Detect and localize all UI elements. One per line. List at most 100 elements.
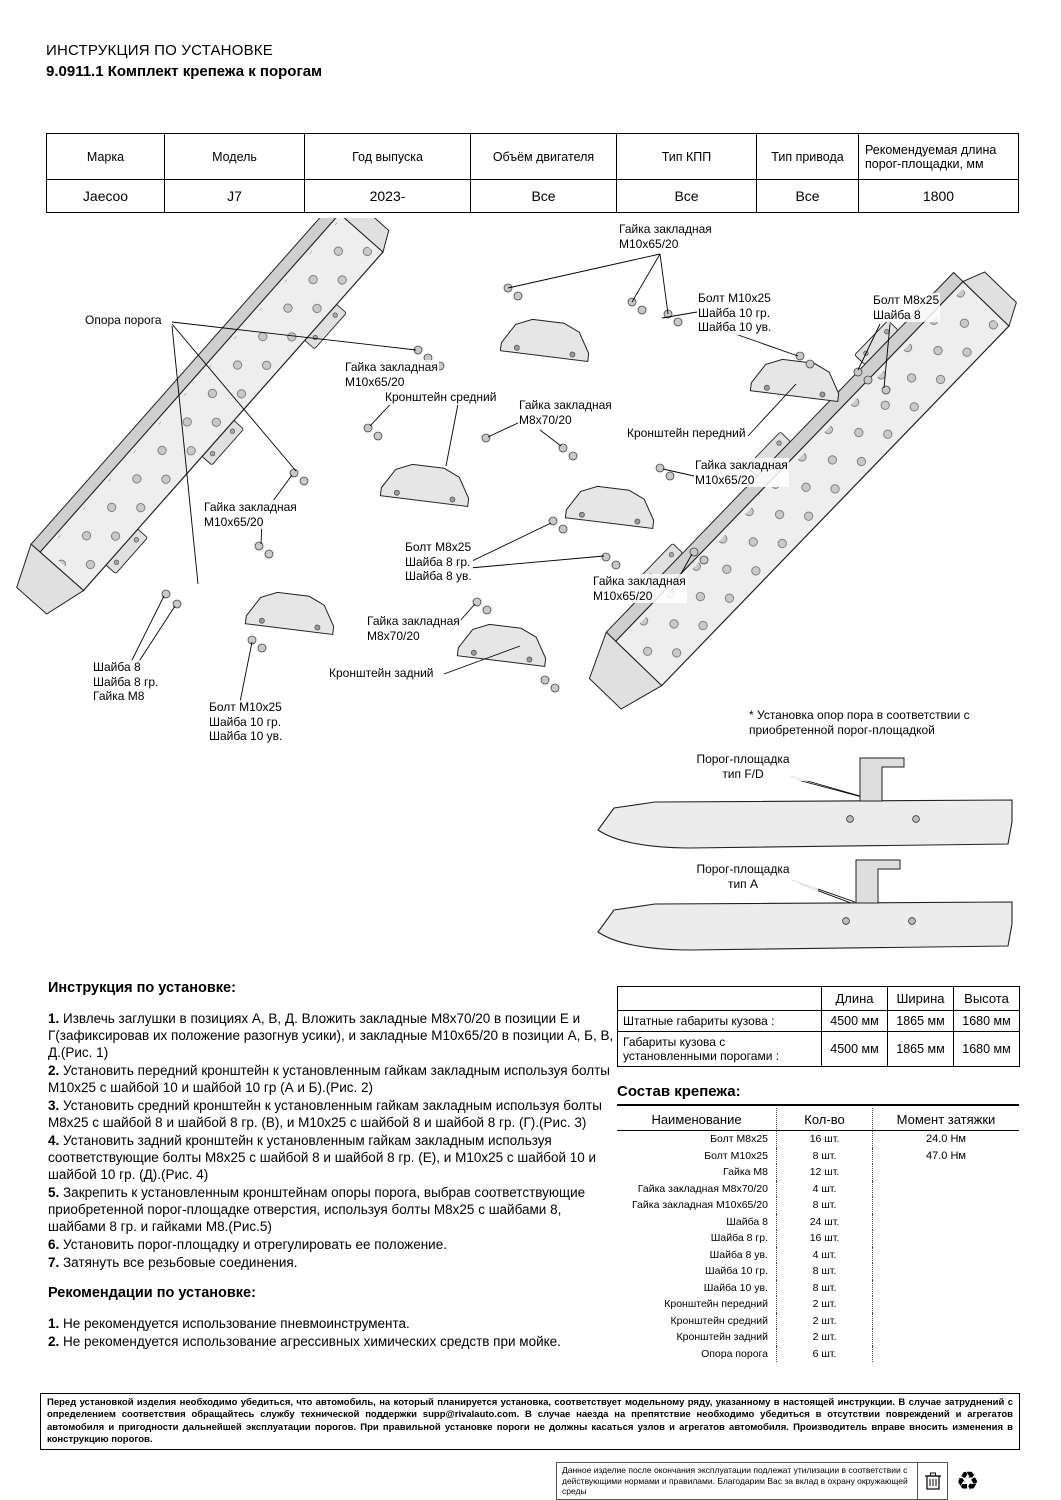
hw-item-name: Гайка М8 <box>617 1164 777 1181</box>
hw-item-torque <box>873 1247 1019 1264</box>
hw-item-name: Болт М8х25 <box>617 1131 777 1148</box>
doc-subtitle: 9.0911.1 Комплект крепежа к порогам <box>46 63 323 80</box>
hw-item-qty: 12 шт. <box>777 1164 873 1181</box>
step-number: 5. <box>48 1185 60 1200</box>
rec-text: Не рекомендуется использование пневмоинс… <box>63 1316 410 1331</box>
front-bracket-left <box>499 315 593 362</box>
dims-header-width: Ширина <box>887 986 954 1011</box>
hw-item-torque <box>873 1313 1019 1330</box>
recycling-note-text: Данное изделие после окончания эксплуата… <box>562 1465 908 1497</box>
instruction-step-7: 7. Затянуть все резьбовые соединения. <box>48 1254 614 1271</box>
instruction-step-6: 6. Установить порог-площадку и отрегулир… <box>48 1236 614 1253</box>
step-number: 7. <box>48 1255 60 1270</box>
dims-row-label: Габариты кузова с установленными порогам… <box>617 1031 822 1067</box>
spec-value-year: 2023- <box>304 179 471 213</box>
footer-warning-text: Перед установкой изделия необходимо убед… <box>40 1393 1020 1451</box>
hw-item-torque <box>873 1181 1019 1198</box>
hw-item-qty: 16 шт. <box>777 1131 873 1148</box>
recommendations-title: Рекомендации по установке: <box>48 1285 256 1301</box>
middle-bracket-left <box>379 460 473 507</box>
hw-item-qty: 4 шт. <box>777 1246 873 1263</box>
label-rivet-nut-m10-3: Гайка закладная М10х65/20 <box>203 500 298 530</box>
dims-value: 4500 мм <box>821 1010 888 1032</box>
spec-header-model: Модель <box>164 133 305 180</box>
hw-item-name: Кронштейн средний <box>617 1312 777 1329</box>
hw-item-torque <box>873 1329 1019 1346</box>
recycling-note-box: Данное изделие после окончания эксплуата… <box>556 1462 948 1500</box>
step-number: 1. <box>48 1011 60 1026</box>
rec-text: Не рекомендуется использование агрессивн… <box>63 1334 561 1349</box>
label-washer-nut-m8: Шайба 8 Шайба 8 гр. Гайка М8 <box>92 660 160 704</box>
dims-row-label: Штатные габариты кузова : <box>617 1010 822 1032</box>
hw-item-qty: 2 шт. <box>777 1296 873 1313</box>
hw-item-qty: 8 шт. <box>777 1279 873 1296</box>
label-bolt-m10-rear: Болт М10х25 Шайба 10 гр. Шайба 10 ув. <box>208 700 284 744</box>
doc-title: ИНСТРУКЦИЯ ПО УСТАНОВКЕ <box>46 42 273 59</box>
hw-item-name: Гайка закладная М10х65/20 <box>617 1197 777 1214</box>
hw-item-name: Шайба 8 ув. <box>617 1246 777 1263</box>
hw-item-qty: 16 шт. <box>777 1230 873 1247</box>
dims-row-with-boards: Габариты кузова с установленными порогам… <box>617 1031 1020 1067</box>
diagram-svg <box>16 218 1017 951</box>
hw-item-torque <box>873 1296 1019 1313</box>
step-text: Установить задний кронштейн к установлен… <box>48 1133 597 1182</box>
front-bracket-right <box>749 355 843 402</box>
hardware-row: Шайба 10 ув.8 шт. <box>617 1279 1019 1297</box>
dims-value: 1865 мм <box>887 1031 954 1067</box>
hardware-title: Состав крепежа: <box>617 1083 1019 1106</box>
hardware-row: Шайба 10 гр.8 шт. <box>617 1263 1019 1280</box>
hw-item-torque <box>873 1280 1019 1297</box>
recycle-icon: ♻ <box>956 1465 980 1496</box>
profile-type-fd <box>597 757 1013 849</box>
label-rivet-nut-m8-2: Гайка закладная М8х70/20 <box>366 614 461 644</box>
vehicle-spec-table: Марка Модель Год выпуска Объём двигателя… <box>46 133 1019 213</box>
spec-header-board-length: Рекомендуемая длина порог-площадки, мм <box>858 133 1019 180</box>
label-rear-bracket: Кронштейн задний <box>328 666 435 681</box>
step-text: Установить порог-площадку и отрегулирова… <box>63 1237 447 1252</box>
spec-value-drive: Все <box>756 179 859 213</box>
spec-value-row: Jaecoo J7 2023- Все Все Все 1800 <box>46 179 1019 213</box>
step-number: 3. <box>48 1098 60 1113</box>
rear-bracket-right <box>456 620 550 667</box>
hw-item-name: Шайба 8 <box>617 1213 777 1230</box>
label-bolt-m10-front: Болт М10х25 Шайба 10 гр. Шайба 10 ув. <box>697 291 773 335</box>
hw-item-torque: 24.0 Нм <box>926 1133 966 1145</box>
hw-item-qty: 8 шт. <box>777 1197 873 1214</box>
left-running-board <box>16 218 390 615</box>
hw-item-qty: 2 шт. <box>777 1329 873 1346</box>
dims-header-row: Длина Ширина Высота <box>617 986 1020 1011</box>
right-column: Длина Ширина Высота Штатные габариты куз… <box>617 986 1020 1362</box>
hw-item-torque: 47.0 Нм <box>926 1149 966 1162</box>
leader-lines <box>129 253 897 917</box>
dimensions-table: Длина Ширина Высота Штатные габариты куз… <box>617 986 1020 1067</box>
hw-header-qty: Кол-во <box>777 1108 873 1131</box>
hw-header-name: Наименование <box>617 1108 777 1131</box>
label-rivet-nut-m8-1: Гайка закладная М8х70/20 <box>518 398 613 428</box>
document-header: ИНСТРУКЦИЯ ПО УСТАНОВКЕ 9.0911.1 Комплек… <box>46 42 322 80</box>
hw-item-torque <box>873 1197 1019 1214</box>
instruction-step-2: 2. Установить передний кронштейн к устан… <box>48 1062 614 1096</box>
spec-value-board-length: 1800 <box>858 179 1019 213</box>
dims-row-stock: Штатные габариты кузова : 4500 мм 1865 м… <box>617 1010 1020 1032</box>
hw-item-torque <box>873 1263 1019 1280</box>
recommendation-2: 2. Не рекомендуется использование агресс… <box>48 1333 614 1350</box>
label-rivet-nut-m10-2: Гайка закладная М10х65/20 <box>694 458 789 488</box>
spec-value-engine: Все <box>470 179 617 213</box>
spec-value-model: J7 <box>164 179 305 213</box>
step-text: Извлечь заглушки в позициях А, В, Д. Вло… <box>48 1011 614 1060</box>
dims-value: 4500 мм <box>821 1031 888 1067</box>
rec-number: 2. <box>48 1334 60 1349</box>
spec-value-brand: Jaecoo <box>46 179 165 213</box>
right-running-board <box>588 271 1017 710</box>
hw-item-torque <box>873 1230 1019 1247</box>
dims-header-length: Длина <box>821 986 888 1011</box>
spec-value-transmission: Все <box>616 179 757 213</box>
spec-header-year: Год выпуска <box>304 133 471 180</box>
